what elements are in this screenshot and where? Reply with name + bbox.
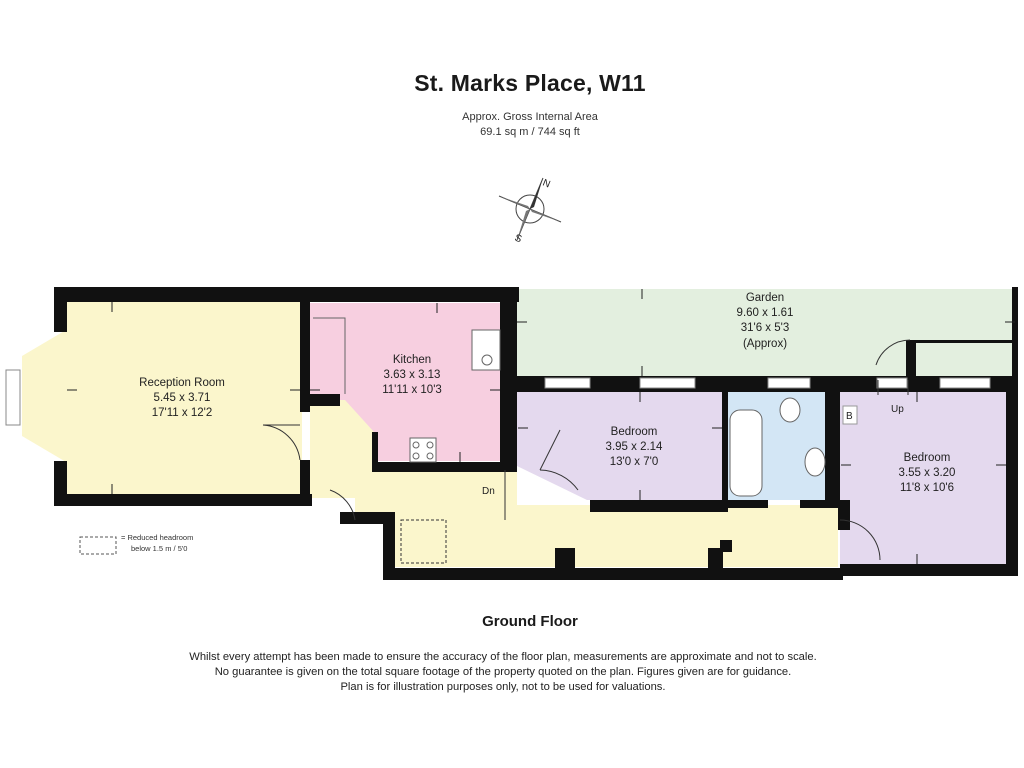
bedroom-1-name: Bedroom: [611, 426, 658, 438]
legend-line-1: = Reduced headroom: [121, 533, 193, 542]
boiler-box: [842, 405, 858, 425]
floor-label: Ground Floor: [482, 613, 578, 630]
reception-name: Reception Room: [139, 377, 225, 389]
bedroom-2-name: Bedroom: [904, 452, 951, 464]
plan-title: St. Marks Place, W11: [414, 70, 646, 96]
compass-icon: N S: [498, 178, 562, 246]
kitchen-metric: 3.63 x 3.13: [384, 369, 441, 381]
legend-line-2: below 1.5 m / 5'0: [131, 544, 187, 553]
bedroom-2-room: [840, 392, 1007, 564]
bedroom-1-room: [517, 392, 722, 500]
stair-marks: [400, 380, 909, 564]
compass-north-label: N: [541, 178, 552, 191]
garden-area: [517, 289, 1015, 376]
reception-room: [22, 302, 302, 494]
compass-south-label: S: [513, 233, 524, 246]
disclaimer-line-2: No guarantee is given on the total squar…: [214, 666, 792, 678]
gross-area-label: Approx. Gross Internal Area: [462, 111, 598, 123]
kitchen-name: Kitchen: [393, 354, 431, 366]
bedroom-1-imperial: 13'0 x 7'0: [610, 456, 659, 468]
dimension-arrows: [67, 289, 1015, 564]
hallway: [310, 400, 838, 567]
bathroom-fittings: [729, 397, 826, 497]
kitchen-fittings: [313, 317, 501, 463]
reception-metric: 5.45 x 3.71: [154, 392, 211, 404]
garden-name: Garden: [746, 292, 784, 304]
garden-note: (Approx): [743, 338, 787, 350]
up-marker: Up: [891, 404, 904, 415]
disclaimer-line-3: Plan is for illustration purposes only, …: [340, 681, 666, 693]
garden-metric: 9.60 x 1.61: [737, 307, 794, 319]
windows: [5, 369, 991, 426]
down-marker: Dn: [482, 486, 495, 497]
disclaimer-line-1: Whilst every attempt has been made to en…: [189, 651, 817, 663]
bedroom-1-metric: 3.95 x 2.14: [606, 441, 664, 453]
bedroom-2-imperial: 11'8 x 10'6: [900, 482, 954, 494]
boiler-marker: B: [846, 411, 853, 422]
bedroom-2-metric: 3.55 x 3.20: [899, 467, 956, 479]
kitchen-imperial: 11'11 x 10'3: [382, 384, 442, 396]
reduced-headroom-swatch: [79, 536, 117, 555]
garden-imperial: 31'6 x 5'3: [741, 322, 790, 334]
reception-imperial: 17'11 x 12'2: [152, 407, 212, 419]
doors: [262, 339, 911, 561]
gross-area-value: 69.1 sq m / 744 sq ft: [480, 126, 580, 138]
